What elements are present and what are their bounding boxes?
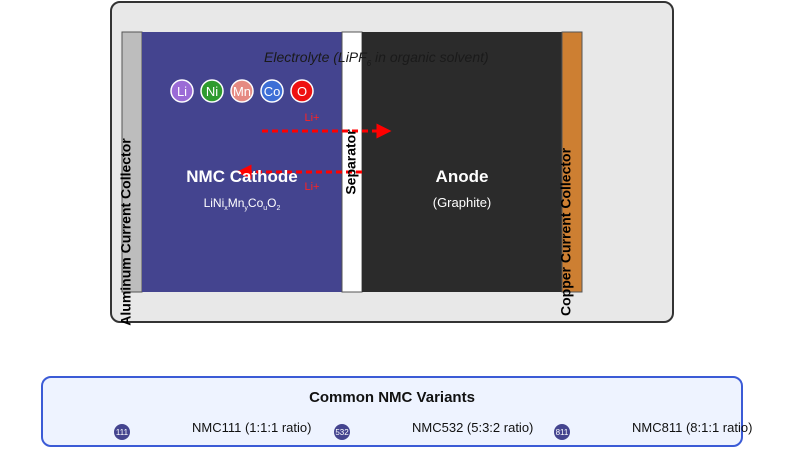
variant-item-532: 532 NMC532 (5:3:2 ratio) bbox=[334, 420, 533, 440]
atom-ni: Ni bbox=[200, 79, 224, 103]
cathode-formula: LiNixMnyCouO2 bbox=[204, 196, 281, 212]
atom-co-circle bbox=[260, 79, 284, 103]
variant-badge bbox=[114, 424, 130, 440]
atom-mn-circle bbox=[230, 79, 254, 103]
variant-label: NMC532 (5:3:2 ratio) bbox=[412, 420, 533, 435]
variant-badge bbox=[334, 424, 350, 440]
atom-li-circle bbox=[170, 79, 194, 103]
variant-item-811: 811 NMC811 (8:1:1 ratio) bbox=[554, 420, 752, 440]
atom-ni-symbol: Ni bbox=[206, 84, 218, 99]
anode-title: Anode bbox=[436, 167, 489, 186]
atom-o: O bbox=[290, 79, 314, 103]
atom-li: Li bbox=[170, 79, 194, 103]
atom-legend: Li Ni Mn Co O bbox=[170, 79, 314, 103]
atom-mn: Mn bbox=[230, 79, 254, 103]
variant-badge-text: 532 bbox=[335, 428, 349, 437]
atom-o-circle bbox=[290, 79, 314, 103]
variants-box bbox=[41, 376, 743, 447]
anode-subtitle: (Graphite) bbox=[433, 195, 492, 210]
variant-item-111: 111 NMC111 (1:1:1 ratio) bbox=[114, 420, 311, 440]
separator-label: Separator bbox=[343, 129, 359, 195]
atom-co-symbol: Co bbox=[264, 84, 281, 99]
aluminum-collector-label: Aluminum Current Collector bbox=[118, 138, 134, 326]
atom-mn-symbol: Mn bbox=[233, 84, 251, 99]
copper-collector-label: Copper Current Collector bbox=[558, 147, 574, 316]
formula-part: Co bbox=[248, 196, 264, 210]
formula-part: LiNi bbox=[204, 196, 225, 210]
formula-sub: u bbox=[263, 205, 267, 212]
copper-current-collector bbox=[561, 31, 583, 293]
variant-badge-text: 111 bbox=[116, 428, 129, 437]
electrolyte-suffix: in organic solvent) bbox=[371, 49, 489, 65]
anode bbox=[362, 32, 562, 292]
atom-co: Co bbox=[260, 79, 284, 103]
variant-badge-text: 811 bbox=[556, 428, 569, 437]
atom-o-symbol: O bbox=[297, 84, 307, 99]
variant-badge bbox=[554, 424, 570, 440]
atom-ni-circle bbox=[200, 79, 224, 103]
electrolyte-prefix: Electrolyte (LiPF bbox=[264, 49, 368, 65]
formula-part: Mn bbox=[228, 196, 245, 210]
formula-sub: y bbox=[244, 205, 248, 212]
nmc-cathode bbox=[142, 32, 342, 292]
cathode-title: NMC Cathode bbox=[186, 167, 297, 186]
electrolyte-subscript: 6 bbox=[367, 59, 372, 68]
variant-label: NMC811 (8:1:1 ratio) bbox=[632, 420, 752, 435]
variants-title: Common NMC Variants bbox=[309, 389, 475, 406]
atom-li-symbol: Li bbox=[177, 84, 187, 99]
electrolyte-label: Electrolyte (LiPF6 in organic solvent) bbox=[264, 49, 489, 68]
formula-part: O bbox=[267, 196, 276, 210]
formula-sub: 2 bbox=[277, 205, 281, 212]
variant-label: NMC111 (1:1:1 ratio) bbox=[192, 420, 311, 435]
formula-sub: x bbox=[224, 205, 228, 212]
li-ion-label-bottom: Li+ bbox=[305, 181, 320, 193]
li-ion-label-top: Li+ bbox=[305, 112, 320, 124]
